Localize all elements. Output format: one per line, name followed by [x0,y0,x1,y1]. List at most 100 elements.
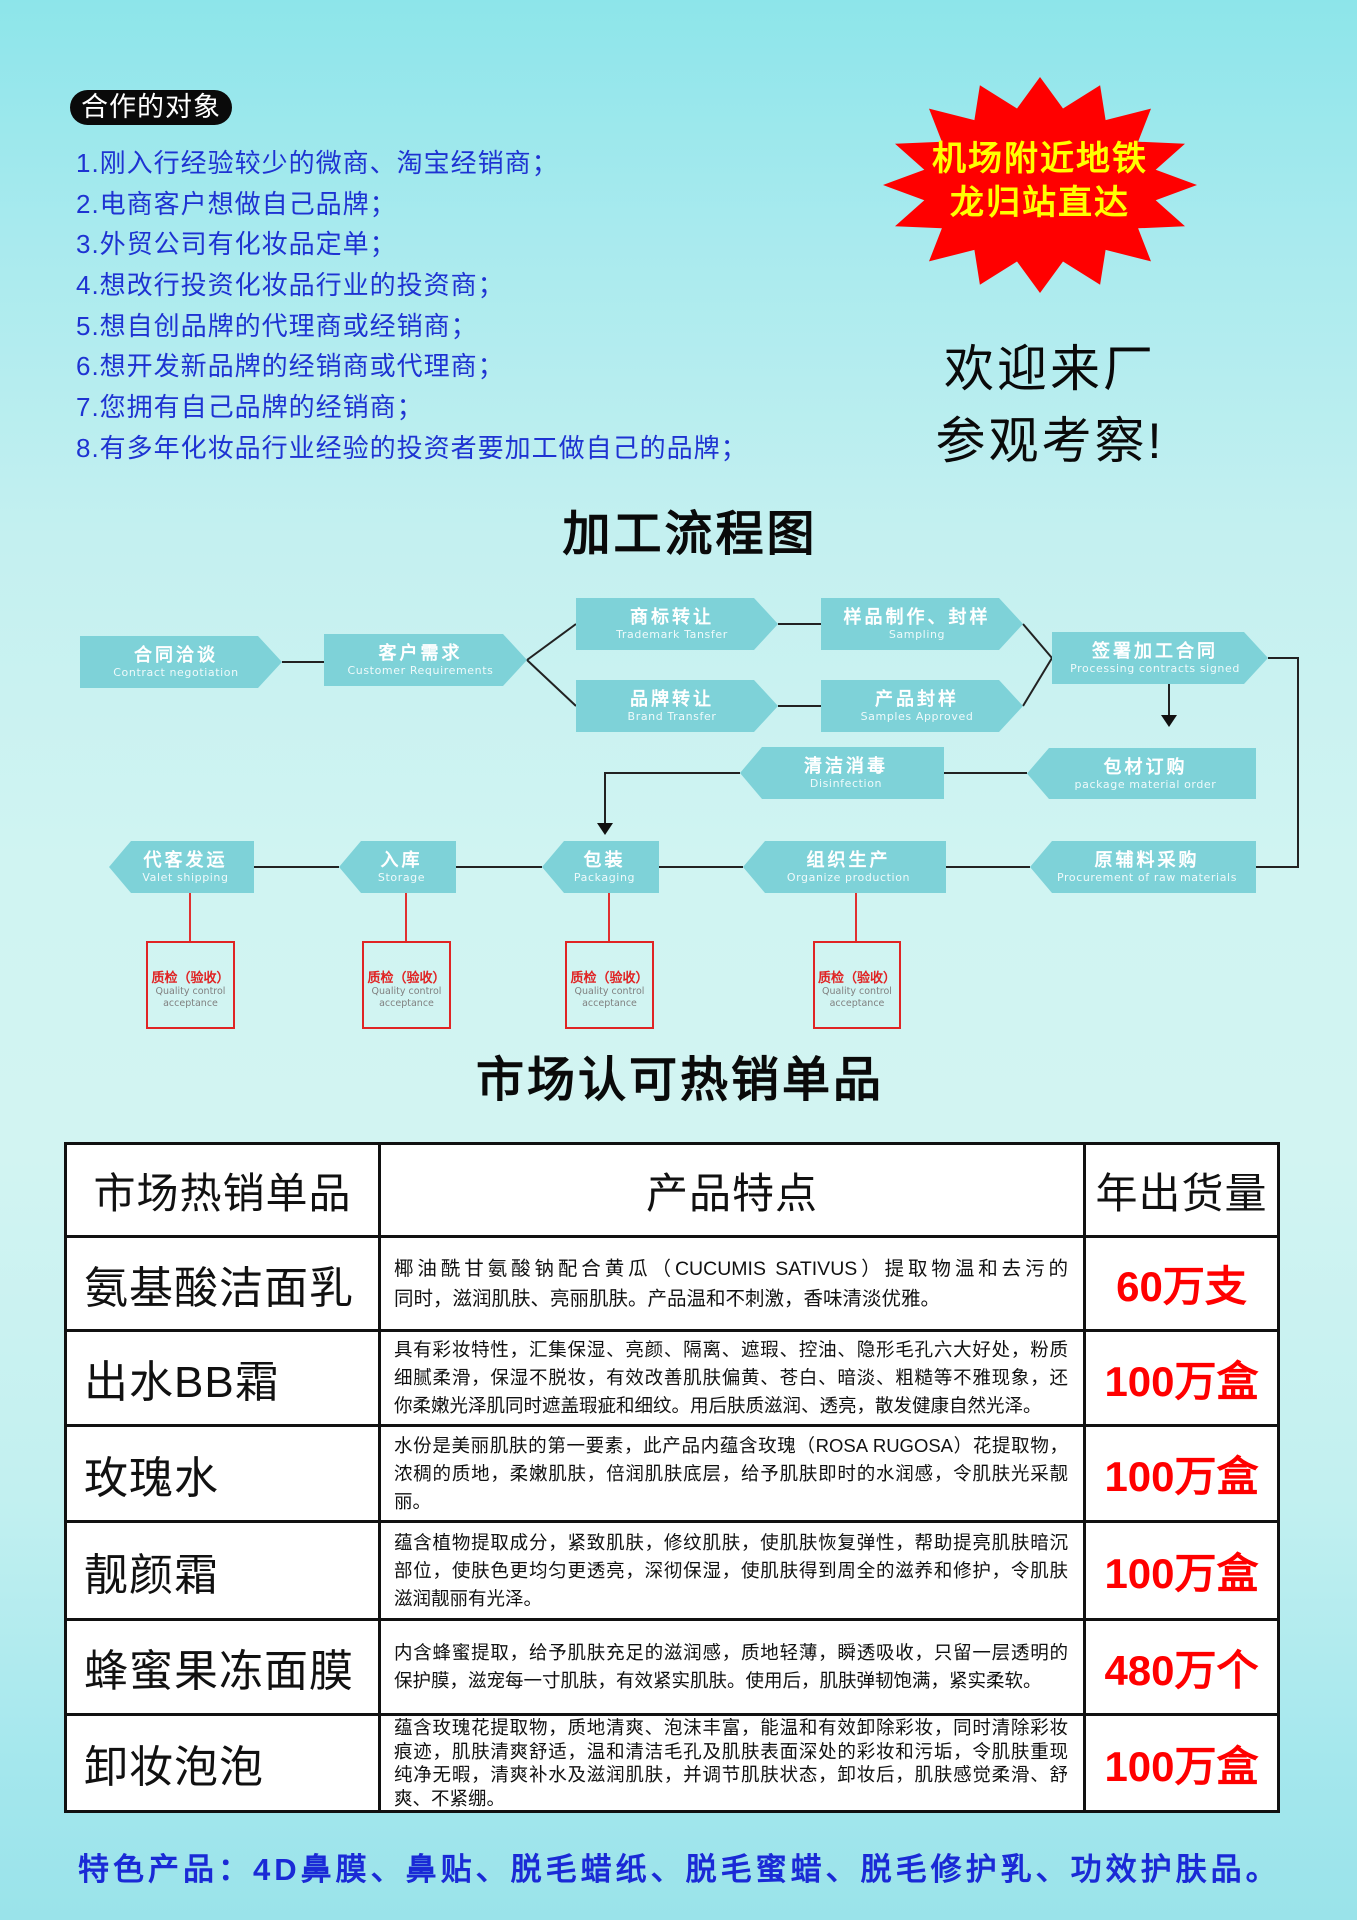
qc-sublabel: Quality control [155,986,226,997]
product-name: 靓颜霜 [64,1520,381,1621]
flow-node-sublabel: Processing contracts signed [1070,662,1240,675]
flow-node-label: 代客发运 [143,850,228,870]
arrow-down-icon [1161,715,1177,727]
qc-sublabel: Quality control [371,986,442,997]
description-line: 滋润靓丽有光泽。 [394,1587,543,1609]
description-line: 椰油酰甘氨酸钠配合黄瓜（CUCUMIS SATIVUS）提取物温和去污的 [394,1257,1068,1280]
description-line: 部位，使肤色更均匀更透亮，深彻保湿，使肌肤得到周全的滋养和修护，令肌肤 [394,1559,1068,1581]
product-description: 椰油酰甘氨酸钠配合黄瓜（CUCUMIS SATIVUS）提取物温和去污的 同时，… [378,1235,1086,1332]
qc-sublabel: Quality control [574,986,645,997]
location-callout: 机场附近地铁 龙归站直达 [880,137,1200,225]
table-row: 蜂蜜果冻面膜 内含蜂蜜提取，给予肌肤充足的滋润感，质地轻薄，瞬透吸收，只留一层透… [64,1618,1280,1716]
description-line: 具有彩妆特性，汇集保湿、亮颜、隔离、遮瑕、控油、隐形毛孔六大好处，粉质 [394,1339,1068,1360]
table-row: 氨基酸洁面乳 椰油酰甘氨酸钠配合黄瓜（CUCUMIS SATIVUS）提取物温和… [64,1235,1280,1332]
flow-node-customer-requirements: 客户需求 Customer Requirements [324,634,527,686]
flow-node-sublabel: Storage [377,871,426,884]
description-line: 蕴含玫瑰花提取物，质地清爽、泡沫丰富，能温和有效卸除彩妆，同时清除彩妆 [394,1717,1068,1738]
table-row: 靓颜霜 蕴含植物提取成分，紧致肌肤，修纹肌肤，使肌肤恢复弹性，帮助提亮肌肤暗沉 … [64,1520,1280,1621]
table-header-row: 市场热销单品 产品特点 年出货量 [64,1142,1280,1238]
qc-label: 质检（验收） [151,970,230,985]
description-line: 痕迹，肌肤清爽舒适，温和清洁毛孔及肌肤表面深处的彩妆和污垢，令肌肤重现 [394,1740,1068,1762]
flow-node-sublabel: Sampling [888,628,946,641]
product-name: 玫瑰水 [64,1424,381,1523]
flow-node-label: 原辅料采购 [1094,850,1200,870]
flow-node-sublabel: Valet shipping [142,871,229,884]
description-line: 你柔嫩光泽肌同时遮盖瑕疵和细纹。用后肤质滋润、透亮，散发健康自然光泽。 [394,1395,1042,1416]
flow-node-package-material-order: 包材订购 package material order [1027,748,1256,799]
table-row: 玫瑰水 水份是美丽肌肤的第一要素，此产品内蕴含玫瑰（ROSA RUGOSA）花提… [64,1424,1280,1523]
qc-sublabel: acceptance [379,998,434,1009]
column-header-features: 产品特点 [378,1142,1086,1238]
flow-node-label: 包装 [583,850,626,870]
description-line: 内含蜂蜜提取，给予肌肤充足的滋润感，质地轻薄，瞬透吸收，只留一层透明的 [394,1642,1068,1663]
product-name: 出水BB霜 [64,1329,381,1427]
qc-box-shipping: 质检（验收） Quality control acceptance [146,941,235,1029]
partner-item: 5.想自创品牌的代理商或经销商； [76,310,478,341]
flow-node-sublabel: Samples Approved [860,710,974,723]
flow-node-disinfection: 清洁消毒 Disinfection [740,747,944,799]
flow-node-contract-signed: 签署加工合同 Processing contracts signed [1052,632,1268,684]
annual-volume: 100万盒 [1083,1329,1280,1427]
qc-sublabel: Quality control [822,986,892,997]
description-line: 蕴含植物提取成分，紧致肌肤，修纹肌肤，使肌肤恢复弹性，帮助提亮肌肤暗沉 [394,1531,1068,1553]
flow-node-packaging: 包装 Packaging [542,841,659,893]
partner-item: 7.您拥有自己品牌的经销商； [76,392,424,423]
flow-node-brand-transfer: 品牌转让 Brand Transfer [576,680,778,732]
description-line: 水份是美丽肌肤的第一要素，此产品内蕴含玫瑰（ROSA RUGOSA）花提取物， [394,1434,1068,1456]
table-row: 卸妆泡泡 蕴含玫瑰花提取物，质地清爽、泡沫丰富，能温和有效卸除彩妆，同时清除彩妆… [64,1713,1280,1813]
starburst-icon [883,77,1197,293]
product-description: 蕴含玫瑰花提取物，质地清爽、泡沫丰富，能温和有效卸除彩妆，同时清除彩妆 痕迹，肌… [378,1713,1086,1813]
qc-sublabel: acceptance [829,998,885,1009]
qc-box-packaging: 质检（验收） Quality control acceptance [565,941,654,1029]
flow-node-sublabel: Contract negotiation [113,666,239,679]
flow-node-sublabel: package material order [1074,777,1217,791]
flow-node-samples-approved: 产品封样 Samples Approved [821,680,1023,732]
column-header-volume: 年出货量 [1083,1142,1280,1238]
flow-node-valet-shipping: 代客发运 Valet shipping [109,841,254,893]
qc-label: 质检（验收） [367,970,446,985]
location-line: 机场附近地铁 [932,140,1148,178]
product-description: 内含蜂蜜提取，给予肌肤充足的滋润感，质地轻薄，瞬透吸收，只留一层透明的 保护膜，… [378,1618,1086,1716]
products-table: 市场热销单品 产品特点 年出货量 氨基酸洁面乳 椰油酰甘氨酸钠配合黄瓜（CUCU… [64,1142,1280,1813]
flow-node-sublabel: Customer Requirements [347,664,494,677]
partner-item: 6.想开发新品牌的经销商或代理商； [76,351,505,382]
partner-item: 2.电商客户想做自己品牌； [76,188,397,219]
product-name: 卸妆泡泡 [64,1713,381,1813]
partners-badge: 合作的对象 [70,90,232,125]
flow-title: 加工流程图 [562,508,818,561]
qc-label: 质检（验收） [817,970,896,985]
annual-volume: 100万盒 [1083,1713,1280,1813]
flow-node-label: 商标转让 [630,607,714,627]
partner-item: 8.有多年化妆品行业经验的投资者要加工做自己的品牌； [76,432,748,463]
welcome-line: 欢迎来厂 [944,341,1156,397]
qc-label: 质检（验收） [570,970,649,985]
annual-volume: 480万个 [1083,1618,1280,1716]
products-title: 市场认可热销单品 [475,1054,884,1107]
product-description: 蕴含植物提取成分，紧致肌肤，修纹肌肤，使肌肤恢复弹性，帮助提亮肌肤暗沉 部位，使… [378,1520,1086,1621]
partner-item: 4.想改行投资化妆品行业的投资商； [76,270,505,301]
partner-item: 3.外贸公司有化妆品定单； [76,229,397,260]
flow-node-storage: 入库 Storage [339,841,456,893]
description-line: 浓稠的质地，柔嫩肌肤，倍润肌肤底层，给予肌肤即时的水润感，令肌肤光采靓 [394,1462,1068,1484]
flow-node-organize-production: 组织生产 Organize production [743,841,946,893]
flow-node-sublabel: Packaging [573,871,636,884]
flow-node-label: 签署加工合同 [1092,641,1218,661]
description-line: 同时，滋润肌肤、亮丽肌肤。产品温和不刺激，香味清淡优雅。 [394,1287,941,1310]
flow-node-label: 合同洽谈 [134,645,218,665]
description-line: 细腻柔滑，保湿不脱妆，有效改善肌肤偏黄、苍白、暗淡、粗糙等不雅现象，还 [394,1367,1068,1388]
flow-node-sublabel: Procurement of raw materials [1056,871,1238,884]
flow-node-label: 清洁消毒 [804,756,888,776]
location-line: 龙归站直达 [950,184,1130,222]
flow-node-sublabel: Trademark Tansfer [616,628,728,641]
flow-node-trademark-transfer: 商标转让 Trademark Tansfer [576,598,778,650]
flow-node-label: 品牌转让 [630,689,714,709]
flow-node-label: 包材订购 [1103,756,1188,777]
welcome-line: 参观考察! [935,413,1165,469]
annual-volume: 100万盒 [1083,1424,1280,1523]
product-name: 氨基酸洁面乳 [64,1235,381,1332]
flow-node-sampling: 样品制作、封样 Sampling [821,598,1023,650]
table-row: 出水BB霜 具有彩妆特性，汇集保湿、亮颜、隔离、遮瑕、控油、隐形毛孔六大好处，粉… [64,1329,1280,1427]
flow-node-sublabel: Disinfection [809,777,883,790]
welcome-message: 欢迎来厂 参观考察! [900,333,1200,477]
description-line: 保护膜，滋宠每一寸肌肤，有效紧实肌肤。使用后，肌肤弹韧饱满，紧实柔软。 [394,1670,1042,1691]
